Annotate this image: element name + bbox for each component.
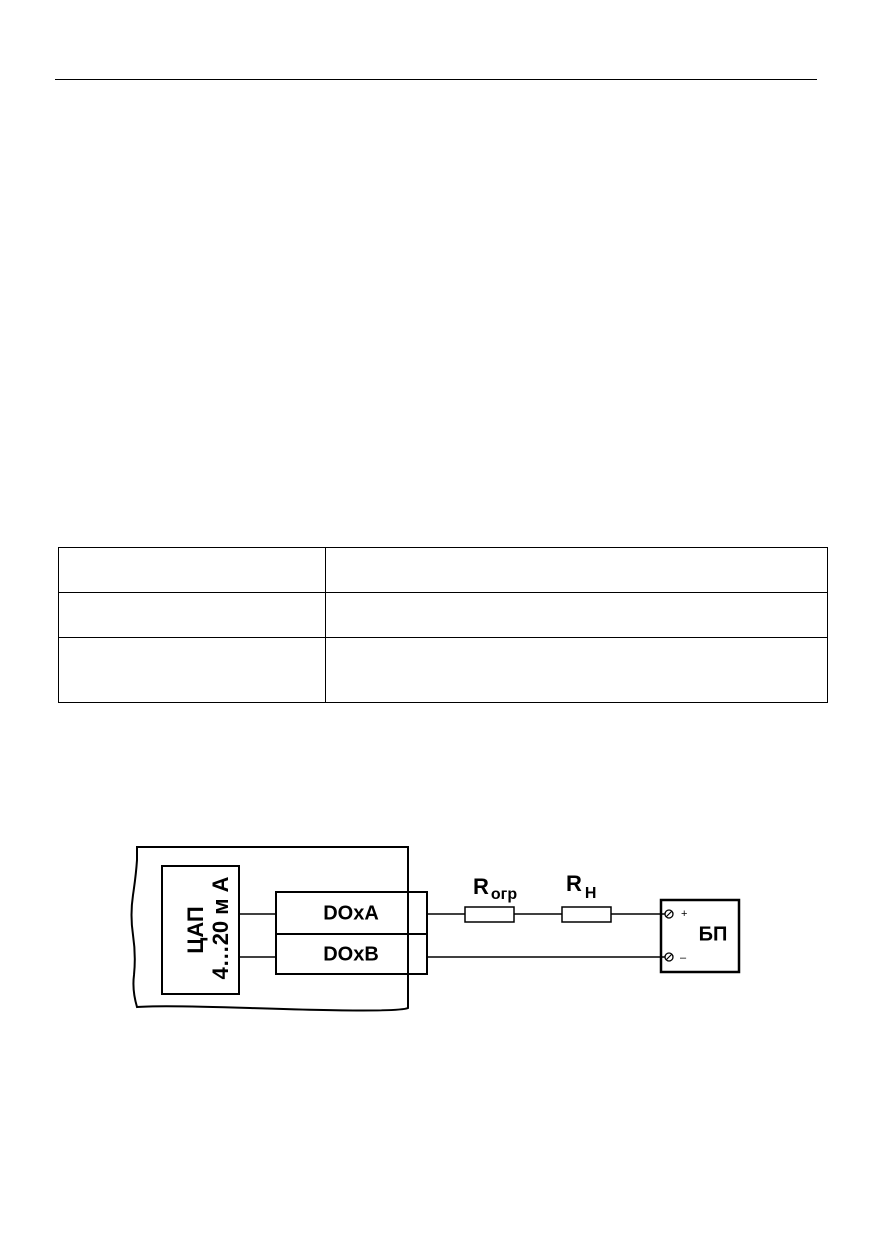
resistor-load	[561, 906, 612, 923]
resistor-load-symbol: R	[566, 871, 582, 896]
dac-block	[161, 865, 240, 995]
resistor-limit-symbol: R	[473, 874, 489, 899]
terminal-minus-icon	[664, 952, 674, 962]
table-cell	[58, 592, 326, 638]
table-row	[58, 547, 828, 593]
table-cell	[58, 637, 326, 703]
terminal-plus-icon	[664, 909, 674, 919]
device-housing	[130, 846, 409, 1012]
resistor-load-subscript: Н	[585, 885, 597, 902]
table-cell	[325, 592, 828, 638]
channel-b-label: DOxB	[323, 943, 379, 965]
dac-range: 4…20 м А	[208, 876, 233, 979]
channel-b-block	[275, 933, 428, 975]
table-cell	[325, 637, 828, 703]
channel-a-label: DOxA	[323, 902, 379, 924]
dac-label: ЦАП	[183, 906, 208, 953]
power-supply-block	[659, 898, 741, 974]
spec-table	[58, 547, 828, 703]
terminal-minus-label: –	[680, 952, 687, 964]
table-row	[58, 637, 828, 703]
resistor-limit	[464, 906, 515, 923]
power-supply-label: БП	[699, 923, 728, 945]
resistor-limit-subscript: огр	[491, 886, 517, 903]
header-rule	[55, 79, 817, 80]
table-cell	[325, 547, 828, 593]
table-row	[58, 592, 828, 638]
table-cell	[58, 547, 326, 593]
terminal-plus-label: +	[681, 908, 687, 920]
